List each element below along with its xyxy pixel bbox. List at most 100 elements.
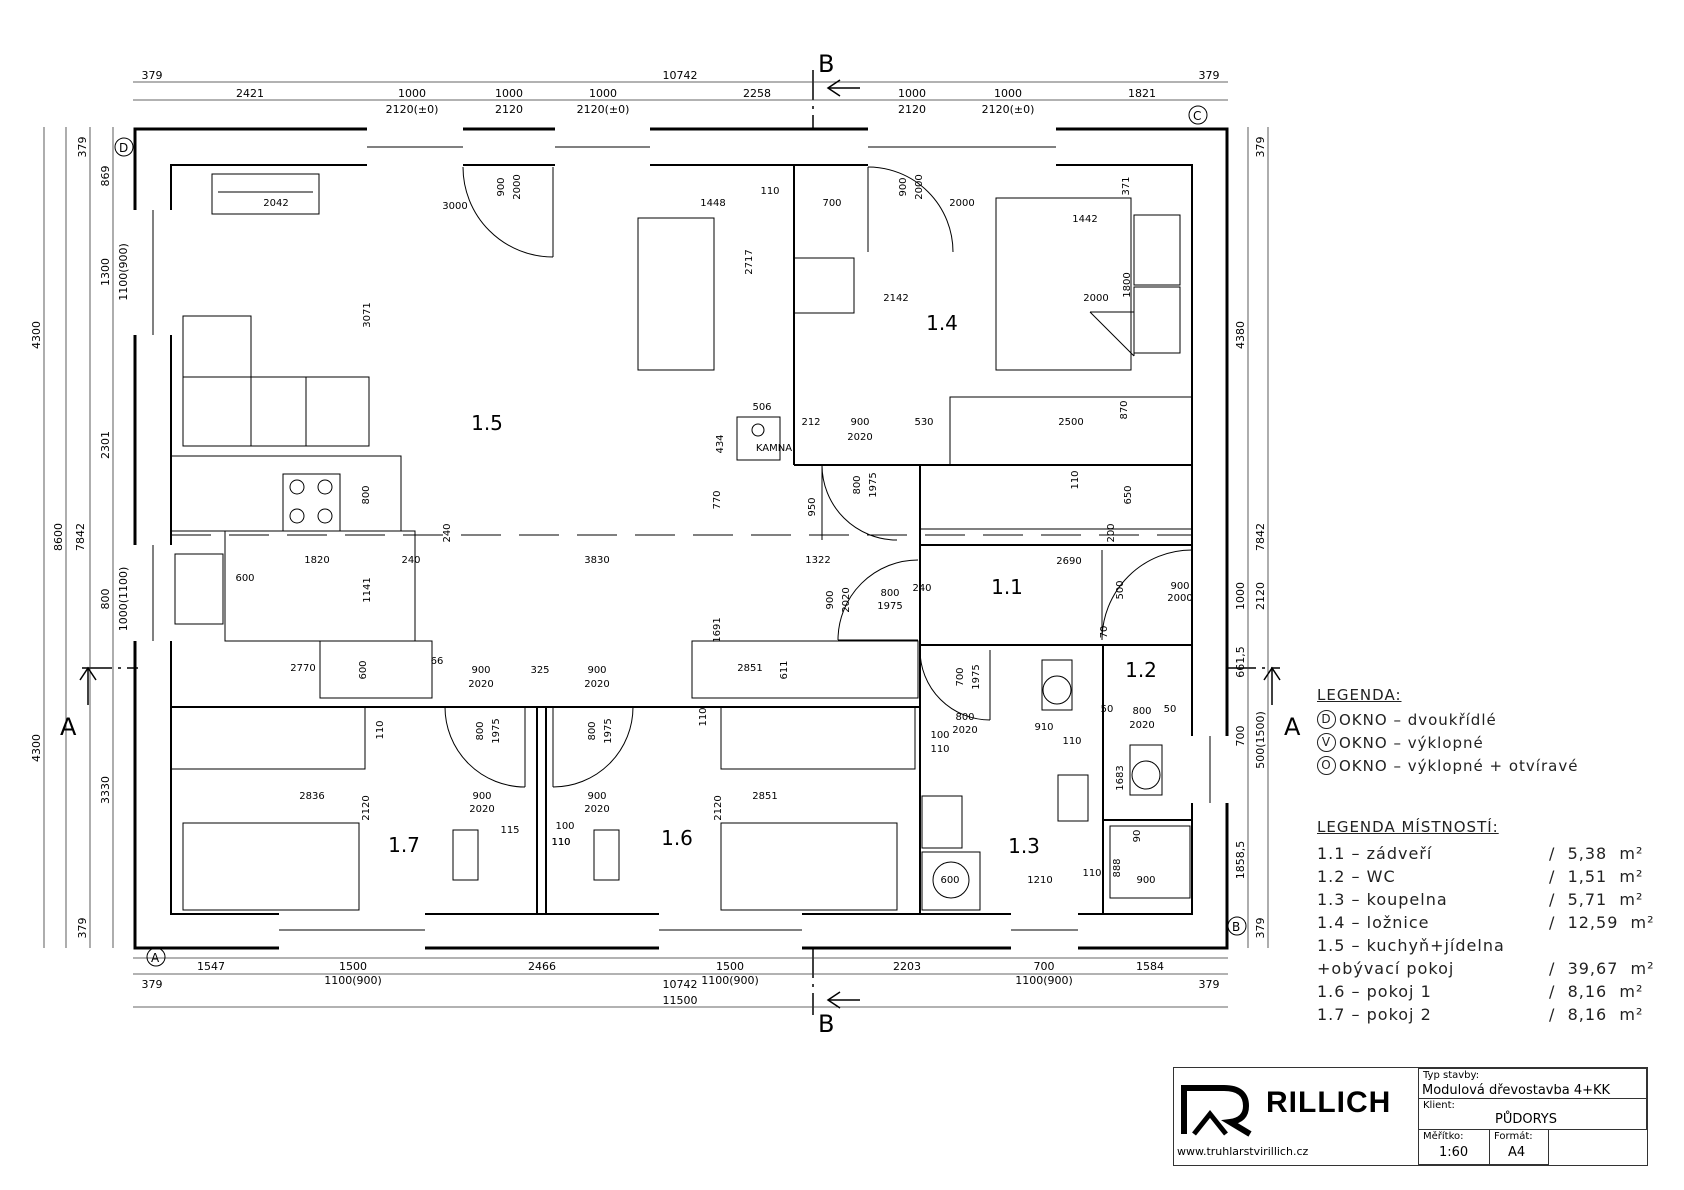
inner-dim-label: 110 bbox=[1062, 736, 1081, 747]
room-name: 1.4 – ložnice bbox=[1317, 913, 1430, 932]
inner-dim-label: 110 bbox=[375, 720, 386, 739]
dim-right-d2: 2120 bbox=[1254, 582, 1267, 610]
dim-bot-s6a: 700 bbox=[1034, 960, 1055, 973]
inner-dim-label: 800 bbox=[880, 588, 899, 599]
dim-left-f: 3330 bbox=[99, 776, 112, 804]
dim-right-f: 700 bbox=[1234, 726, 1247, 747]
inner-dim-label: 110 bbox=[551, 837, 570, 848]
dim-left-e: 800 bbox=[99, 589, 112, 610]
legend-item-text: OKNO – výklopné bbox=[1339, 733, 1484, 752]
dim-top-s6a: 1000 bbox=[898, 87, 926, 100]
room-row: 1.3 – koupelna/ 5,71 m² bbox=[1317, 890, 1657, 913]
room-label-1-7: 1.7 bbox=[388, 833, 420, 857]
room-name: 1.2 – WC bbox=[1317, 867, 1396, 886]
dim-right-e: 661,5 bbox=[1234, 646, 1247, 678]
room-row: 1.4 – ložnice/ 12,59 m² bbox=[1317, 913, 1657, 936]
corner-d: D bbox=[119, 141, 128, 155]
inner-dim-label: 110 bbox=[1070, 470, 1081, 489]
tb-client-cell: Klient: PŮDORYS bbox=[1418, 1098, 1647, 1130]
inner-dim-label: 115 bbox=[500, 825, 519, 836]
tb-format-cell: Formát: A4 bbox=[1489, 1129, 1549, 1165]
inner-dim-label: 2851 bbox=[752, 791, 777, 802]
room-area: / 1,51 m² bbox=[1549, 867, 1644, 886]
window-v-icon: V bbox=[1317, 733, 1336, 752]
company-url: www.truhlarstvirillich.cz bbox=[1177, 1145, 1309, 1158]
inner-dim-label: 1683 bbox=[1115, 765, 1126, 790]
room-name: 1.7 – pokoj 2 bbox=[1317, 1005, 1432, 1024]
inner-dim-label: 1975 bbox=[603, 718, 614, 743]
dim-bot-s3: 2466 bbox=[528, 960, 556, 973]
room-label-1-3: 1.3 bbox=[1008, 834, 1040, 858]
inner-dim-label: 1800 bbox=[1122, 272, 1133, 297]
dim-top-left-379: 379 bbox=[142, 69, 163, 82]
top-dimensions: 379 10742 379 2421 1000 2120(±0) 1000 21… bbox=[142, 69, 1220, 116]
corner-c: C bbox=[1193, 109, 1201, 123]
inner-dim-label: 2120 bbox=[361, 795, 372, 820]
dim-bot-s6b: 1100(900) bbox=[1015, 974, 1073, 987]
section-arrows bbox=[79, 79, 1281, 1009]
inner-dim-label: 3071 bbox=[362, 302, 373, 327]
inner-dim-label: 2020 bbox=[847, 432, 872, 443]
dim-bot-left-379: 379 bbox=[142, 978, 163, 991]
dim-top-s2a: 1000 bbox=[398, 87, 426, 100]
dim-top-s3b: 2120 bbox=[495, 103, 523, 116]
dim-top-right-379: 379 bbox=[1199, 69, 1220, 82]
section-b-top: B bbox=[818, 50, 834, 78]
inner-dim-label: 1448 bbox=[700, 198, 725, 209]
room-name: 1.1 – zádveří bbox=[1317, 844, 1433, 863]
tb-drawing-name: PŮDORYS bbox=[1495, 1112, 1557, 1127]
inner-dim-label: 600 bbox=[235, 573, 254, 584]
room-label-1-4: 1.4 bbox=[926, 311, 958, 335]
room-area: / 8,16 m² bbox=[1549, 1005, 1644, 1024]
legend-title: LEGENDA: bbox=[1317, 686, 1402, 704]
window-openings bbox=[131, 127, 1232, 952]
dim-right-h: 379 bbox=[1254, 918, 1267, 939]
inner-dim-label: 100 bbox=[930, 730, 949, 741]
room-row: 1.5 – kuchyň+jídelna bbox=[1317, 936, 1657, 959]
corner-markers bbox=[114, 105, 1247, 967]
dim-top-s7a: 1000 bbox=[994, 87, 1022, 100]
tb-type-value: Modulová dřevostavba 4+KK bbox=[1422, 1083, 1611, 1098]
inner-dim-label: 800 bbox=[955, 712, 974, 723]
dim-left-e2: 1000(1100) bbox=[117, 567, 130, 632]
corner-a: A bbox=[151, 951, 160, 965]
room-row: 1.1 – zádveří/ 5,38 m² bbox=[1317, 844, 1657, 867]
dim-bot-total: 10742 bbox=[663, 978, 698, 991]
room-area: / 39,67 m² bbox=[1549, 959, 1655, 978]
inner-dim-label: 2042 bbox=[263, 198, 288, 209]
dim-right-b: 4380 bbox=[1234, 321, 1247, 349]
inner-dim-label: 910 bbox=[1034, 722, 1053, 733]
inner-dim-label: 2000 bbox=[512, 174, 523, 199]
inner-dim-label: 1975 bbox=[877, 601, 902, 612]
inner-dim-label: 700 bbox=[955, 667, 966, 686]
dim-top-s1: 2421 bbox=[236, 87, 264, 100]
legend-item-v: V OKNO – výklopné bbox=[1317, 731, 1647, 754]
inner-dim-label: 1975 bbox=[868, 472, 879, 497]
inner-dim-label: 3830 bbox=[584, 555, 609, 566]
inner-dim-label: 2142 bbox=[883, 293, 908, 304]
furniture bbox=[170, 173, 1193, 911]
left-dimensions: 379 869 1300 1100(900) 2301 800 1000(110… bbox=[30, 137, 130, 939]
inner-dim-label: 800 bbox=[475, 721, 486, 740]
room-label-1-2: 1.2 bbox=[1125, 658, 1157, 682]
dim-bot-s5: 2203 bbox=[893, 960, 921, 973]
inner-dim-label: 2020 bbox=[952, 725, 977, 736]
room-row: 1.7 – pokoj 2 / 8,16 m² bbox=[1317, 1005, 1657, 1028]
legend-item-text: OKNO – dvoukřídlé bbox=[1339, 710, 1497, 729]
dim-right-c: 7842 bbox=[1254, 523, 1267, 551]
dim-left-d: 2301 bbox=[99, 431, 112, 459]
inner-dim-label: 770 bbox=[712, 490, 723, 509]
inner-dim-label: 2000 bbox=[1167, 593, 1192, 604]
inner-dim-label: 900 bbox=[587, 791, 606, 802]
company-logo-icon bbox=[1181, 1085, 1252, 1137]
tb-format-value: A4 bbox=[1508, 1145, 1526, 1160]
dim-bot-s2a: 1500 bbox=[339, 960, 367, 973]
inner-dim-label: 600 bbox=[940, 875, 959, 886]
inner-dim-label: 900 bbox=[587, 665, 606, 676]
legend-item-o: O OKNO – výklopné + otvíravé bbox=[1317, 754, 1647, 777]
inner-dim-label: 2020 bbox=[1129, 720, 1154, 731]
bottom-dimensions: 1547 1500 1100(900) 2466 1500 1100(900) … bbox=[142, 960, 1220, 1007]
dim-top-s4b: 2120(±0) bbox=[577, 103, 630, 116]
inner-dim-label: 900 bbox=[471, 665, 490, 676]
